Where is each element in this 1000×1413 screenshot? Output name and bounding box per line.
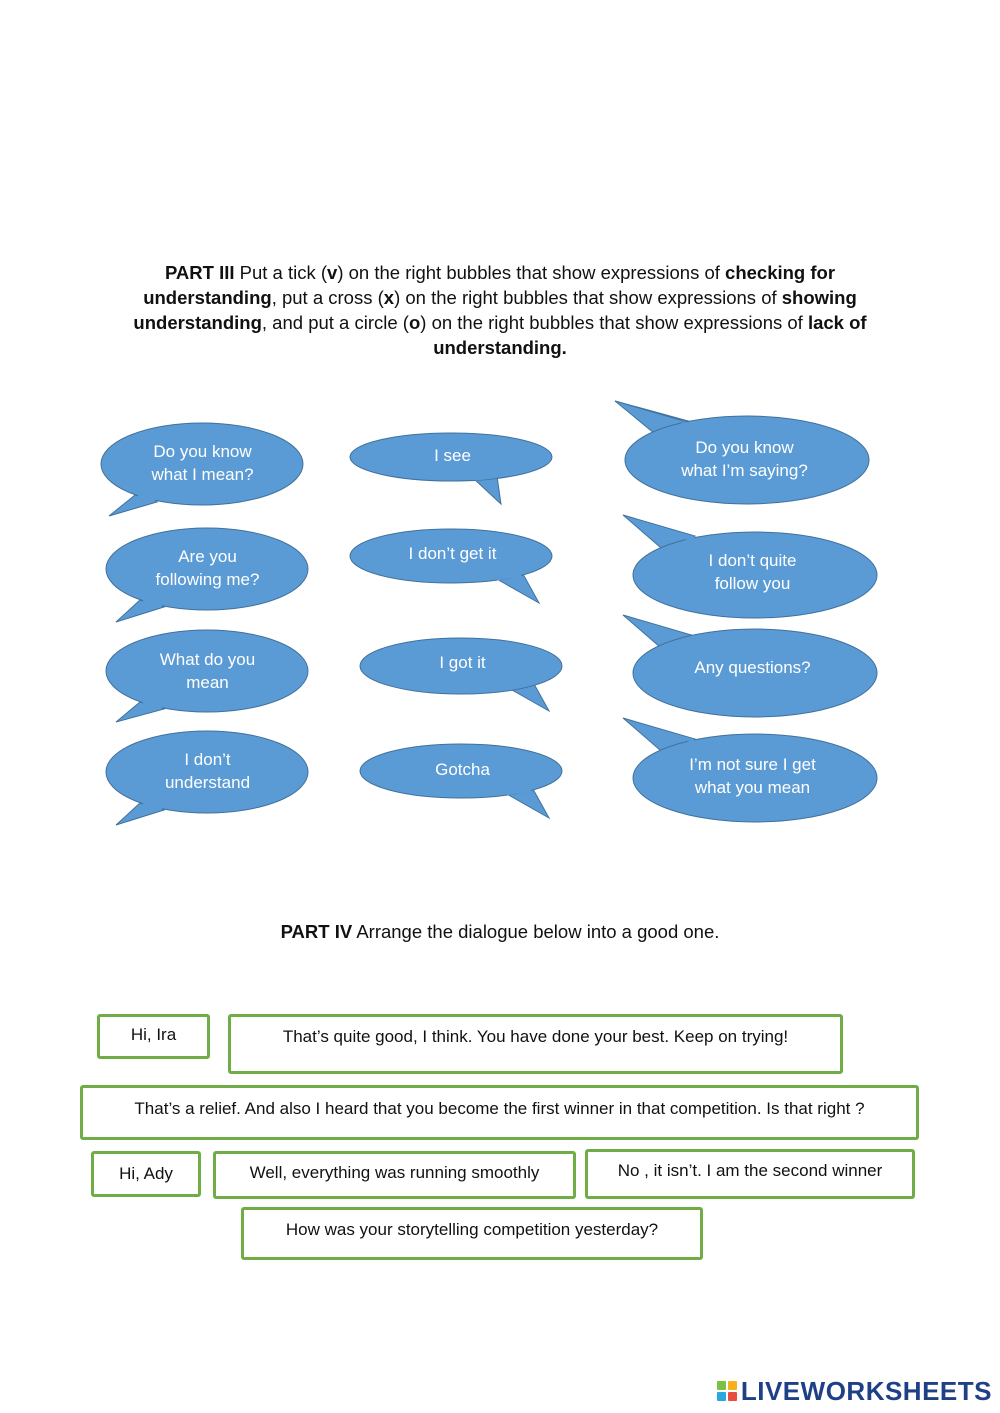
bubble-text-line: Gotcha [435,760,490,779]
speech-bubble[interactable]: Do you know what I’m saying? [612,398,877,513]
speech-bubble[interactable]: I got it [355,635,570,715]
speech-bubble[interactable]: Any questions? [620,612,885,727]
part-iii-text-6: ) on the right bubbles that show express… [420,312,808,333]
bubble-text-line: I’m not sure I get [689,755,816,774]
speech-bubble[interactable]: I don’t get it [345,527,560,607]
bubble-text: Do you know what I’m saying? [612,436,877,482]
logo-icon [716,1381,737,1401]
bubble-text-line: what I’m saying? [681,461,808,480]
bubble-text: I got it [355,651,570,674]
bubble-text: I’m not sure I get what you mean [620,753,885,799]
lack-of-understanding-label: lack of understanding. [433,312,867,358]
speech-bubble-shape [614,400,870,505]
part-iii-label: PART III [164,262,235,283]
bubble-text-line: what I mean? [151,465,254,484]
speech-bubble-shape [100,422,304,517]
dialogue-text: How was your storytelling competition ye… [285,1219,659,1239]
dialogue-text: Hi, Ira [130,1024,177,1044]
part-iv-label: PART IV [280,921,353,942]
bubble-text: I don’t understand [100,748,315,794]
speech-bubble[interactable]: What do you mean [100,627,315,727]
bubble-text: I see [345,444,560,467]
speech-bubble-shape [105,527,309,623]
part-iii-instructions: PART III Put a tick (v) on the right bub… [110,260,890,360]
speech-bubble-shape [359,637,563,713]
dialogue-text: That’s quite good, I think. You have don… [282,1027,789,1046]
dialogue-text: Well, everything was running smoothly [249,1163,540,1182]
dialogue-text: No , it isn’t. I am the second winner [617,1161,883,1180]
part-iv-text: Arrange the dialogue below into a good o… [352,921,720,942]
bubble-text: Are you following me? [100,545,315,591]
speech-bubble[interactable]: Do you know what I mean? [95,420,310,520]
bubble-text: Any questions? [620,656,885,679]
part-iii-text-1: Put a tick ( [234,262,328,283]
bubble-text-line: mean [186,673,229,692]
bubble-text-line: Are you [178,547,237,566]
cross-symbol: x [383,287,395,308]
tick-symbol: v [327,262,338,283]
bubble-text-line: Do you know [695,438,794,457]
speech-bubble-shape [349,432,553,506]
speech-bubble[interactable]: I don’t understand [100,728,315,828]
bubble-text-line: I see [434,446,471,465]
bubble-text: I don’t quite follow you [620,549,885,595]
speech-bubble[interactable]: Are you following me? [100,525,315,625]
speech-bubble[interactable]: I see [345,430,560,510]
bubble-text: Do you know what I mean? [95,440,310,486]
bubble-text-line: I don’t quite [708,551,797,570]
bubble-text-line: I got it [439,653,486,672]
liveworksheets-logo: LIVEWORKSHEETS [716,1375,992,1406]
speech-bubble-shape [622,717,878,823]
part-iii-text-2: ) on the right bubbles that show express… [337,262,726,283]
dialogue-box[interactable]: Hi, Ira [97,1014,210,1059]
speech-bubble-shape [622,614,878,718]
part-iii-text-5: , and put a circle ( [261,312,409,333]
speech-bubble-shape [622,514,878,619]
speech-bubble[interactable]: Gotcha [355,742,570,822]
dialogue-text: Hi, Ady [119,1164,173,1183]
dialogue-box[interactable]: Hi, Ady [91,1151,201,1197]
part-iii-text-3: , put a cross ( [271,287,384,308]
speech-bubble-shape [359,743,563,820]
circle-symbol: o [408,312,421,333]
bubble-text-line: Do you know [153,442,252,461]
bubble-text-line: follow you [714,574,791,593]
speech-bubble[interactable]: I don’t quite follow you [620,512,885,627]
dialogue-box[interactable]: Well, everything was running smoothly [213,1151,576,1199]
logo-text: LIVEWORKSHEETS [740,1375,992,1406]
bubble-text-line: understand [164,773,251,792]
bubble-text-line: following me? [155,570,260,589]
bubble-text-line: what you mean [694,778,811,797]
dialogue-box[interactable]: How was your storytelling competition ye… [241,1207,703,1260]
speech-bubble-shape [105,730,309,826]
dialogue-box[interactable]: That’s a relief. And also I heard that y… [80,1085,919,1140]
checking-for-understanding-label: checking for understanding [143,262,836,308]
dialogue-box[interactable]: That’s quite good, I think. You have don… [228,1014,843,1074]
bubble-text-line: Any questions? [694,658,811,677]
bubble-text: What do you mean [100,648,315,694]
dialogue-text: That’s a relief. And also I heard that y… [134,1098,865,1118]
part-iv-instructions: PART IV Arrange the dialogue below into … [150,919,850,944]
part-iii-text-4: ) on the right bubbles that show express… [394,287,782,308]
bubble-text: I don’t get it [345,542,560,565]
dialogue-box[interactable]: No , it isn’t. I am the second winner [585,1149,915,1199]
speech-bubble-shape [349,528,553,605]
speech-bubble[interactable]: I’m not sure I get what you mean [620,715,885,830]
bubble-text-line: I don’t get it [408,544,497,563]
showing-understanding-label: showing understanding [133,287,857,333]
bubble-text-line: What do you [159,650,256,669]
speech-bubble-shape [105,629,309,723]
bubble-text: Gotcha [355,758,570,781]
bubble-text-line: I don’t [184,750,231,769]
